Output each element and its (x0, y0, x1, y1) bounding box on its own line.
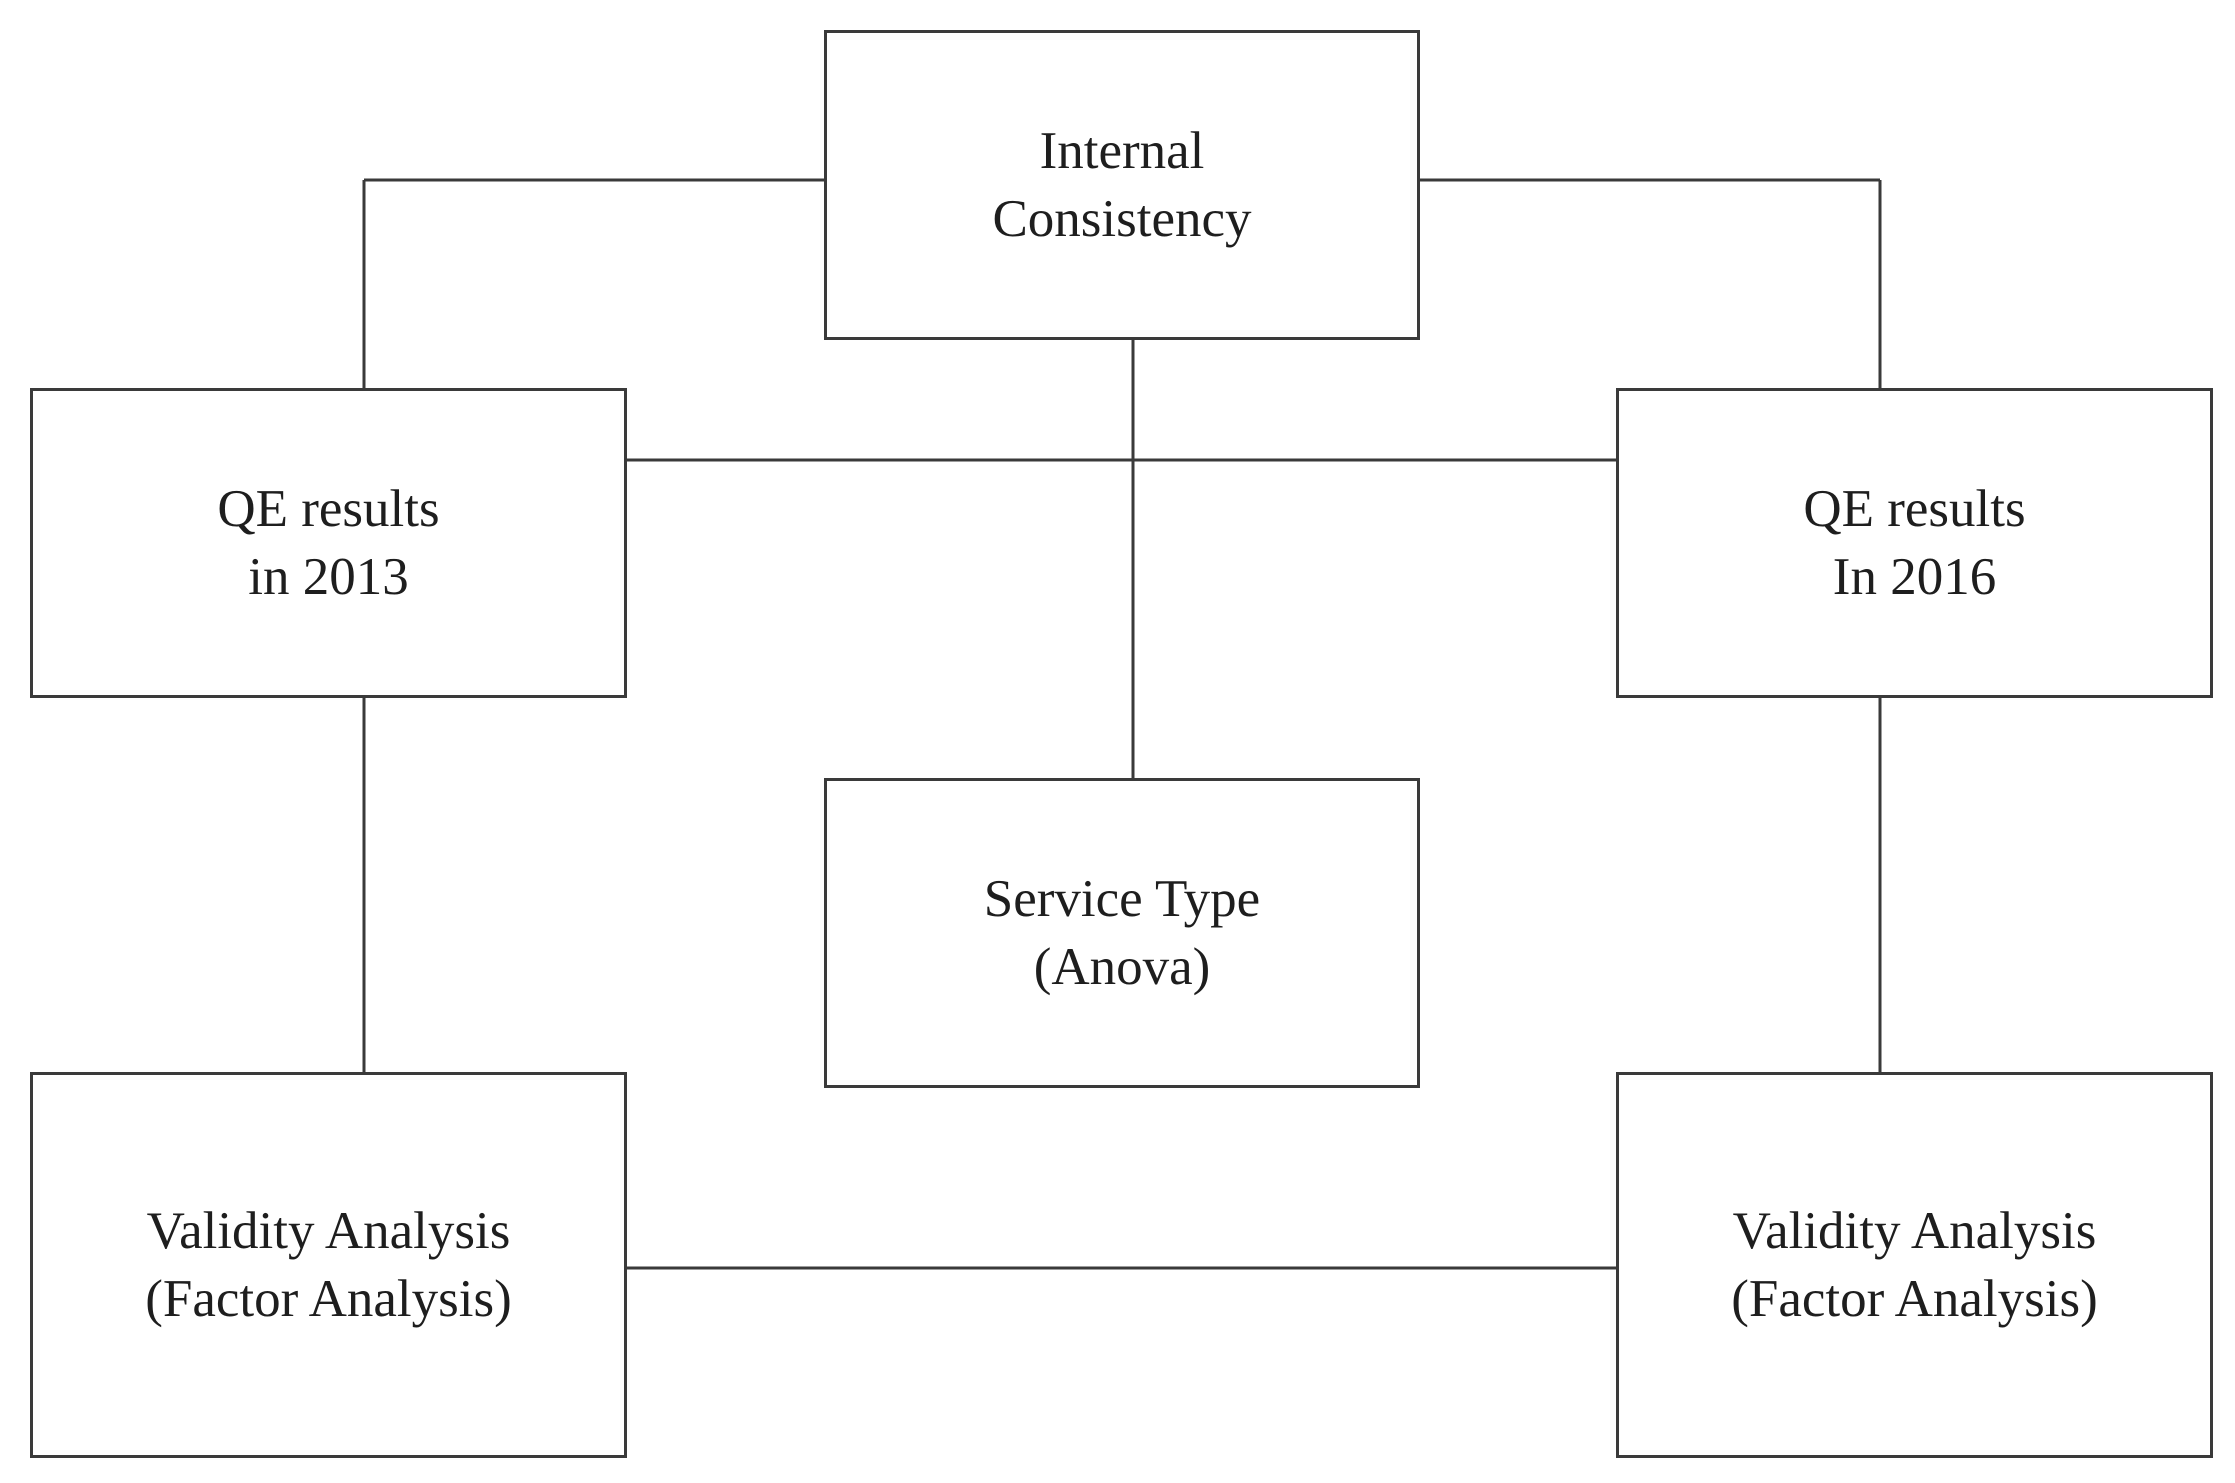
node-label-line: Internal (1039, 122, 1205, 180)
node-validity-analysis-right-label: Validity Analysis (Factor Analysis) (1731, 1197, 2098, 1333)
node-service-type-label: Service Type (Anova) (984, 865, 1260, 1001)
node-validity-analysis-left: Validity Analysis (Factor Analysis) (30, 1072, 627, 1458)
node-qe-results-2013-label: QE results in 2013 (217, 475, 439, 611)
node-validity-analysis-right: Validity Analysis (Factor Analysis) (1616, 1072, 2213, 1458)
node-internal-consistency-label: Internal Consistency (992, 117, 1251, 253)
node-label-line: in 2013 (248, 548, 409, 606)
node-label-line: In 2016 (1832, 548, 1997, 606)
node-label-line: Validity Analysis (1732, 1202, 2097, 1260)
node-qe-results-2016-label: QE results In 2016 (1803, 475, 2025, 611)
node-label-line: Validity Analysis (146, 1202, 511, 1260)
node-label-line: Consistency (992, 190, 1252, 248)
node-label-line: QE results (1803, 480, 2026, 538)
node-service-type: Service Type (Anova) (824, 778, 1420, 1088)
node-qe-results-2013: QE results in 2013 (30, 388, 627, 698)
node-label-line: (Factor Analysis) (1731, 1270, 2098, 1328)
node-internal-consistency: Internal Consistency (824, 30, 1420, 340)
node-label-line: QE results (217, 480, 440, 538)
node-label-line: Service Type (983, 870, 1261, 928)
node-validity-analysis-left-label: Validity Analysis (Factor Analysis) (145, 1197, 512, 1333)
node-label-line: (Anova) (1033, 938, 1211, 996)
node-qe-results-2016: QE results In 2016 (1616, 388, 2213, 698)
node-label-line: (Factor Analysis) (145, 1270, 512, 1328)
